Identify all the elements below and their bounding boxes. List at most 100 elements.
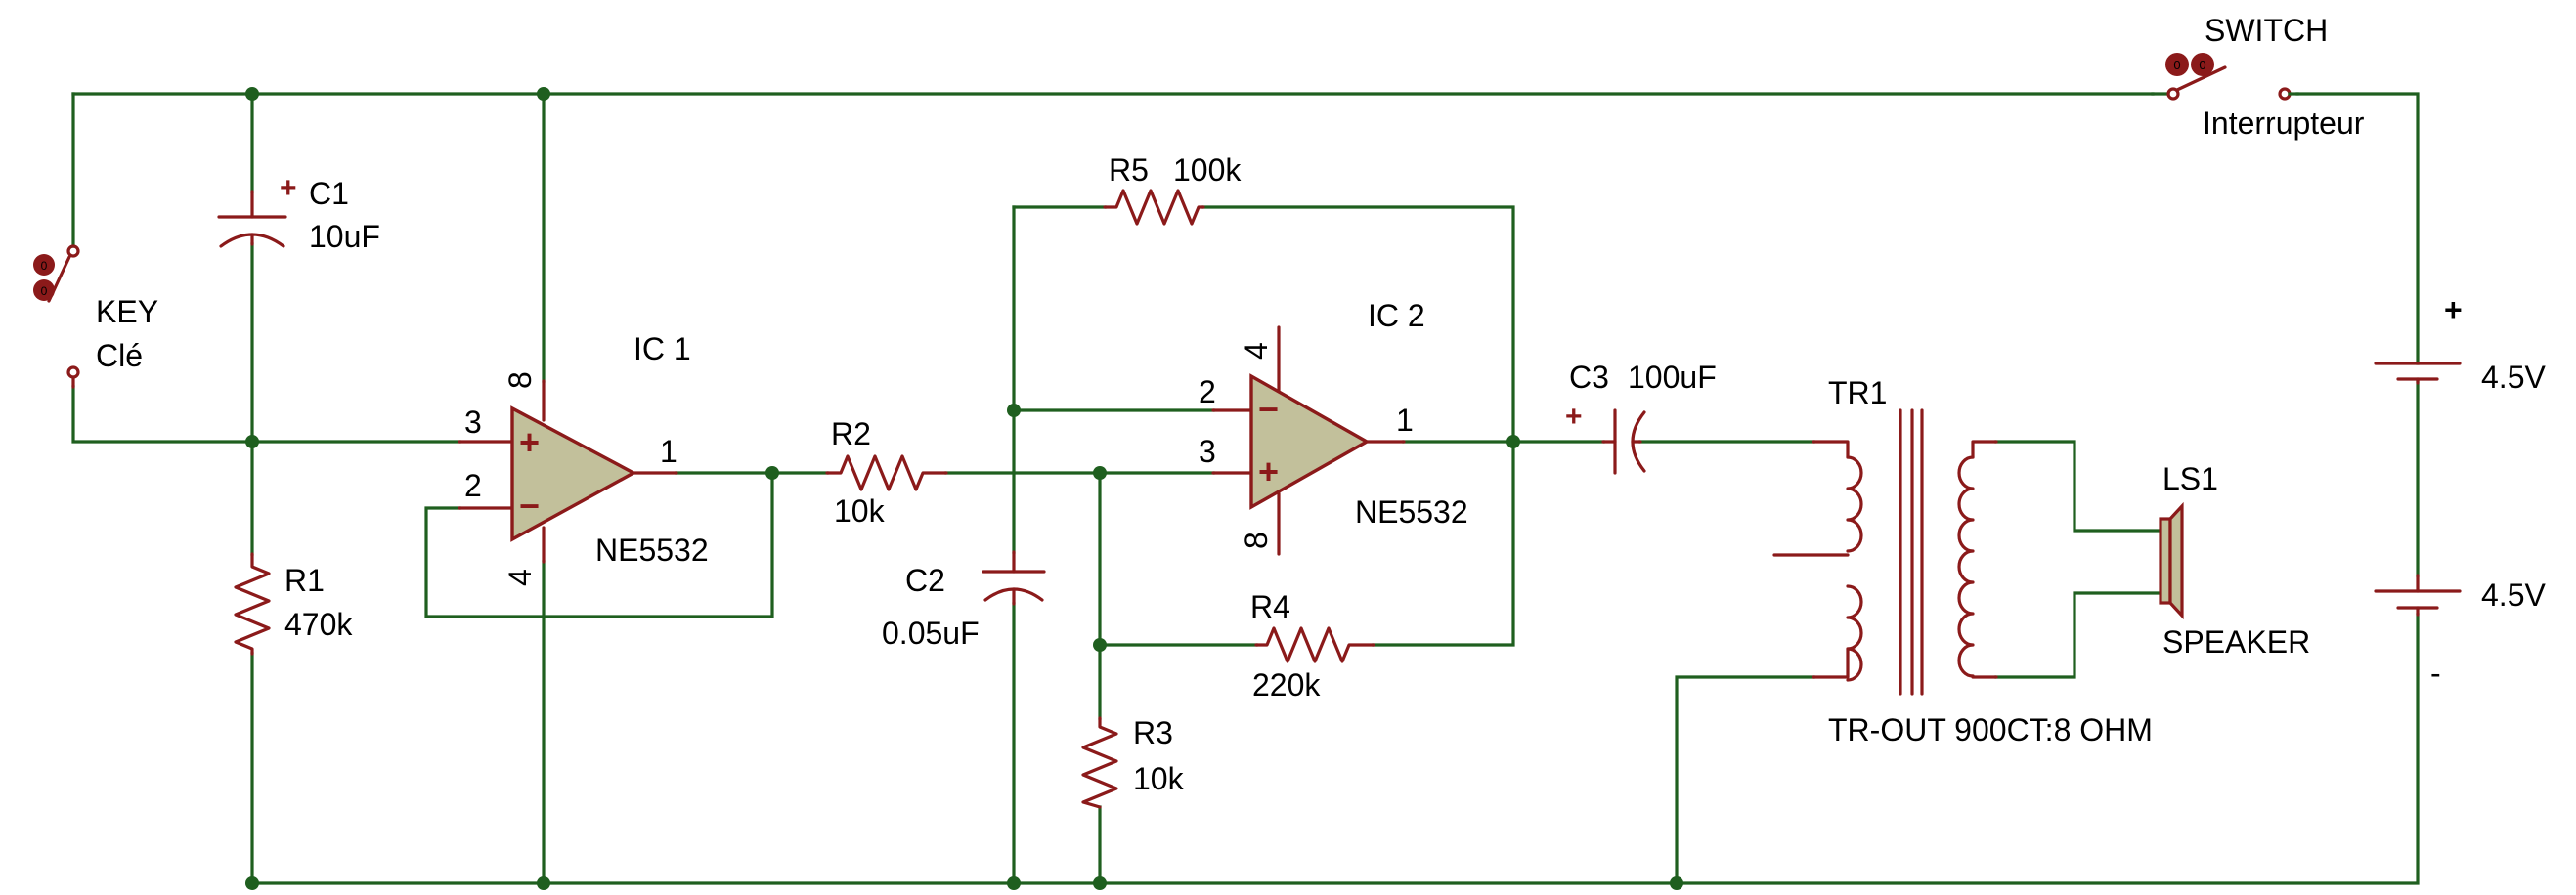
r5-right-output-wire [1201,205,1515,647]
r5-value-label: 100k [1173,152,1242,188]
ic1-pin1-label: 1 [660,434,677,469]
resistor-r2 [825,454,948,491]
switch-actuator-icon: 0 0 [2165,53,2214,76]
key-actuator-icon: 0 0 [33,254,55,301]
c1-ref-label: C1 [309,176,349,211]
tr1-to-speaker-top-wire [1994,440,2162,533]
junction-dot [245,876,259,890]
tr1-secondary-coil [1957,455,1975,678]
tr1-primary-top-lead [1812,440,1850,459]
speaker-ls1 [2159,501,2184,620]
junction-dot [1093,466,1107,480]
r2-value-label: 10k [834,493,886,529]
switch-contact-left [2166,87,2180,101]
morse-key: 0 0 [33,244,80,389]
battery-top [2374,362,2462,385]
ic1-body [510,405,637,542]
c1-value-label: 10uF [309,219,380,254]
opamp-ic1: + − [458,379,678,564]
junction-dot [1007,404,1021,417]
switch-label: SWITCH [2205,13,2328,48]
r1-value-label: 470k [284,607,353,642]
r2-ref-label: R2 [831,416,871,451]
junction-dot [1093,638,1107,652]
r3-ref-label: R3 [1133,715,1173,750]
svg-text:0: 0 [41,259,48,273]
battery-top-voltage-label: 4.5V [2481,360,2546,395]
ic1-plus-mark: + [519,422,540,462]
tr1-secondary-top-lead [1971,440,1998,459]
junction-dot [1670,876,1683,890]
key-contact-top [66,244,80,258]
junction-dot [1093,876,1107,890]
capacitor-c1: + [217,172,297,248]
junction-dot [1506,435,1520,448]
ic2-minus-mark: − [1258,389,1279,429]
speaker-cone [2168,501,2184,620]
junction-dot [537,87,550,101]
r4-value-label: 220k [1252,667,1321,703]
c2-ref-label: C2 [905,563,945,598]
battery-bottom-voltage-label: 4.5V [2481,577,2546,613]
ic2-pin4-label: 4 [1239,342,1274,360]
battery-bottom [2374,574,2462,617]
ic1-pin4-label: 4 [502,569,538,586]
junction-dot [765,466,779,480]
power-switch: 0 0 [2151,53,2299,101]
key-label-french: Clé [96,338,143,373]
tr1-primary-bottom-lead [1812,647,1850,679]
capacitor-c3: + [1565,401,1646,475]
bottom-rail-wire [250,613,2420,885]
ic2-pin3-label: 3 [1199,434,1216,469]
ic1-ref-label: IC 1 [633,331,691,366]
key-to-ic1-wire [71,385,461,444]
junction-dot [245,87,259,101]
resistor-r1 [234,552,271,656]
junctions [245,87,1683,890]
resistor-r3 [1081,716,1118,809]
ic1-pin3-label: 3 [464,405,482,440]
c3-value-label: 100uF [1628,360,1717,395]
wires [71,92,2420,885]
r4-ref-label: R4 [1250,589,1290,624]
resistor-r4 [1254,626,1375,663]
c3-ref-label: C3 [1569,360,1609,395]
svg-text:0: 0 [2173,58,2180,72]
r1-ref-label: R1 [284,563,325,598]
switch-to-battery-wire [2295,92,2420,365]
ls1-ref-label: LS1 [2162,461,2218,496]
junction-dot [537,876,550,890]
ic2-pin8-label: 8 [1239,532,1274,549]
ic1-part-label: NE5532 [595,533,709,568]
ic2-part-label: NE5532 [1355,494,1468,530]
battery-minus-label: - [2430,656,2441,691]
svg-text:0: 0 [2199,58,2205,72]
tr1-secondary-bottom-lead [1971,674,1998,679]
tr1-primary-coil-upper [1846,455,1863,553]
tr1-ground-wire [1675,675,1815,885]
ls1-value-label: SPEAKER [2162,624,2310,660]
junction-dot [1007,876,1021,890]
ic2-body [1249,373,1371,510]
r5-ref-label: R5 [1109,152,1149,188]
ic1-minus-mark: − [519,486,540,526]
capacitor-c2 [982,550,1046,606]
c3-polarity-mark: + [1565,401,1583,433]
ic2-plus-mark: + [1258,451,1279,491]
svg-text:0: 0 [41,284,48,298]
ic2-pin2-label: 2 [1199,374,1216,409]
ic2-ref-label: IC 2 [1368,298,1425,333]
ic1-feedback-wire [424,471,774,618]
ic1-pin8-label: 8 [502,371,538,389]
key-label: KEY [96,294,158,329]
tr1-value-label: TR-OUT 900CT:8 OHM [1828,712,2153,747]
opamp-ic2: − + [1211,325,1406,556]
resistor-r5 [1103,189,1205,226]
c1-polarity-mark: + [280,172,297,204]
junction-dot [245,435,259,448]
tr1-to-speaker-bottom-wire [1994,591,2162,679]
transformer-tr1 [1772,408,1998,696]
battery-plus-label: + [2444,292,2463,327]
switch-lever [2175,65,2227,92]
tr1-primary-coil-lower [1846,584,1863,682]
